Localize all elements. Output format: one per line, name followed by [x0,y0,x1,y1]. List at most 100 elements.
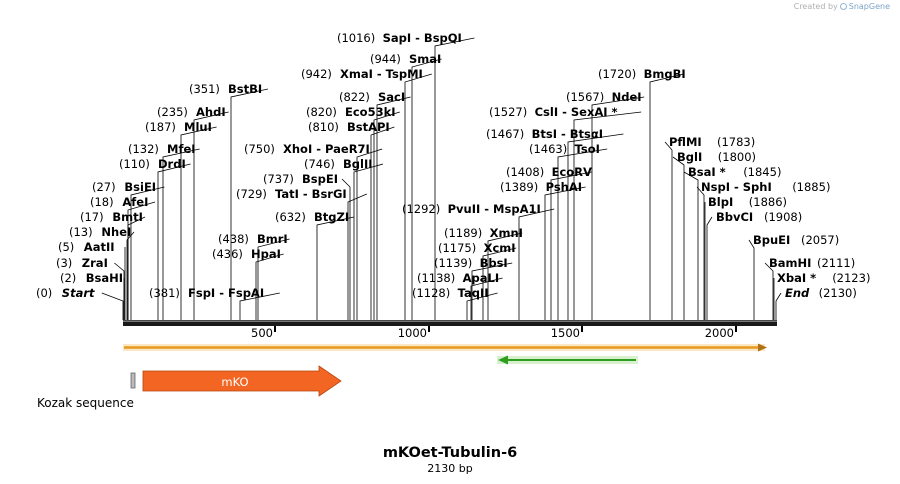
site-name: BmrI [257,232,288,246]
site-position: (235) [157,105,188,119]
axis-tick-500: 500 [251,326,273,340]
cut-site-line [518,208,555,320]
site-label: (1467)BtsI - BtsαI [486,127,603,141]
site-name: BtsI - BtsαI [532,127,603,141]
cut-site-line [180,126,217,320]
site-label: (942) XmaI - TspMI [301,67,423,81]
site-label: (750)XhoI - PaeR7I [244,142,370,156]
cut-site-line [591,96,645,320]
cut-site-line [567,133,624,320]
site-name: HpaI [251,247,281,261]
sequence-backbone [123,320,777,326]
site-position: (944) [370,52,401,66]
cut-site-line [470,277,503,320]
site-label: (3) ZraI [56,256,108,270]
cut-site-line [130,186,165,320]
site-name: BmtI [112,210,143,224]
site-label: (110)DrdI [119,157,186,171]
cut-site-line [193,111,229,320]
cut-site-line [230,88,269,320]
site-position: (729) [236,187,267,201]
snapgene-logo-icon [839,3,847,10]
cut-site-line [482,247,517,320]
site-name: BstBI [228,82,262,96]
site-position: (1720) [598,67,636,81]
site-position: (187) [145,120,176,134]
site-name: TatI - BsrGI [275,187,347,201]
site-label: (0)Start [36,286,95,300]
mko-label: mKO [221,375,248,389]
kozak-sequence-box [130,372,136,389]
site-position: (746) [304,157,335,171]
site-name: ZraI [82,256,108,270]
site-name: SapI - BspQI [383,31,462,45]
axis-tick-2000: 2000 [705,326,734,340]
site-position: (942) [301,67,332,81]
site-name: Eco53kI [345,105,396,119]
site-name: PflMI [669,135,702,149]
snapgene-brand-text: SnapGene [848,2,890,11]
cut-site-line [373,111,400,320]
site-name: BsaHI [86,271,123,285]
site-label: (438) BmrI [218,232,288,246]
axis-tick-1500: 1500 [551,326,580,340]
site-position: (13) [69,225,93,239]
green-feature-arrow [497,355,638,365]
cut-site-line [162,148,200,320]
site-label: BlpI(1886) [708,195,787,209]
cut-site-line [404,73,432,320]
site-position: (2057) [801,233,839,247]
cut-site-line [775,292,782,320]
site-position: (18) [90,195,114,209]
site-name: SacI [378,90,405,104]
site-name: TsoI [575,142,600,156]
cut-site-line [573,111,642,320]
site-name: EcoRV [552,165,592,179]
site-name: BstAPI [347,120,390,134]
cut-site-line [544,186,586,320]
site-label: (351)BstBI [189,82,262,96]
site-position: (1128) [412,286,450,300]
site-position: (632) [275,210,306,224]
site-name: AfeI [122,195,148,209]
site-name: BpuEI [753,233,790,247]
site-position: (3) [56,256,72,270]
site-name: BbsI [480,256,508,270]
site-label: (5)AatII [58,240,115,254]
site-label: (1720)BmgBI [598,67,686,81]
cut-site-line [664,141,673,320]
site-name: NdeI [612,90,642,104]
cut-site-line [356,148,383,320]
cut-site-line [257,238,290,320]
site-label: End(2130) [785,286,857,300]
site-label: (729) TatI - BsrGI [236,187,347,201]
site-position: (737) [263,172,294,186]
site-label: BsaI *(1845) [688,165,781,179]
site-label: (1389)PshAI [500,180,582,194]
site-name: ApaLI [463,271,500,285]
site-position: (2) [60,271,76,285]
cut-site-line [376,96,411,320]
site-label: (820)Eco53kI [306,105,396,119]
site-position: (1016) [337,31,375,45]
site-label: PflMI (1783) [669,135,755,149]
site-name: AatII [84,240,115,254]
site-position: (1886) [749,195,787,209]
site-name: DrdI [158,157,186,171]
site-position: (1408) [506,165,544,179]
snapgene-credit: Created by SnapGene [794,2,890,11]
site-position: (438) [218,232,249,246]
cut-site-line [411,58,442,320]
site-label: (1175)XcmI [438,241,516,255]
site-label: (737)BspEI [263,172,338,186]
site-name: XhoI - PaeR7I [283,142,370,156]
site-name: XmaI - TspMI [340,67,423,81]
site-position: (1189) [444,226,482,240]
site-position: (1389) [500,180,538,194]
cut-site-line [316,216,355,320]
site-name: BtgZI [314,210,349,224]
site-name: BglI [677,150,702,164]
site-name: BsiEI [124,180,156,194]
axis-tick-1000: 1000 [398,326,427,340]
site-position: (1783) [717,135,755,149]
